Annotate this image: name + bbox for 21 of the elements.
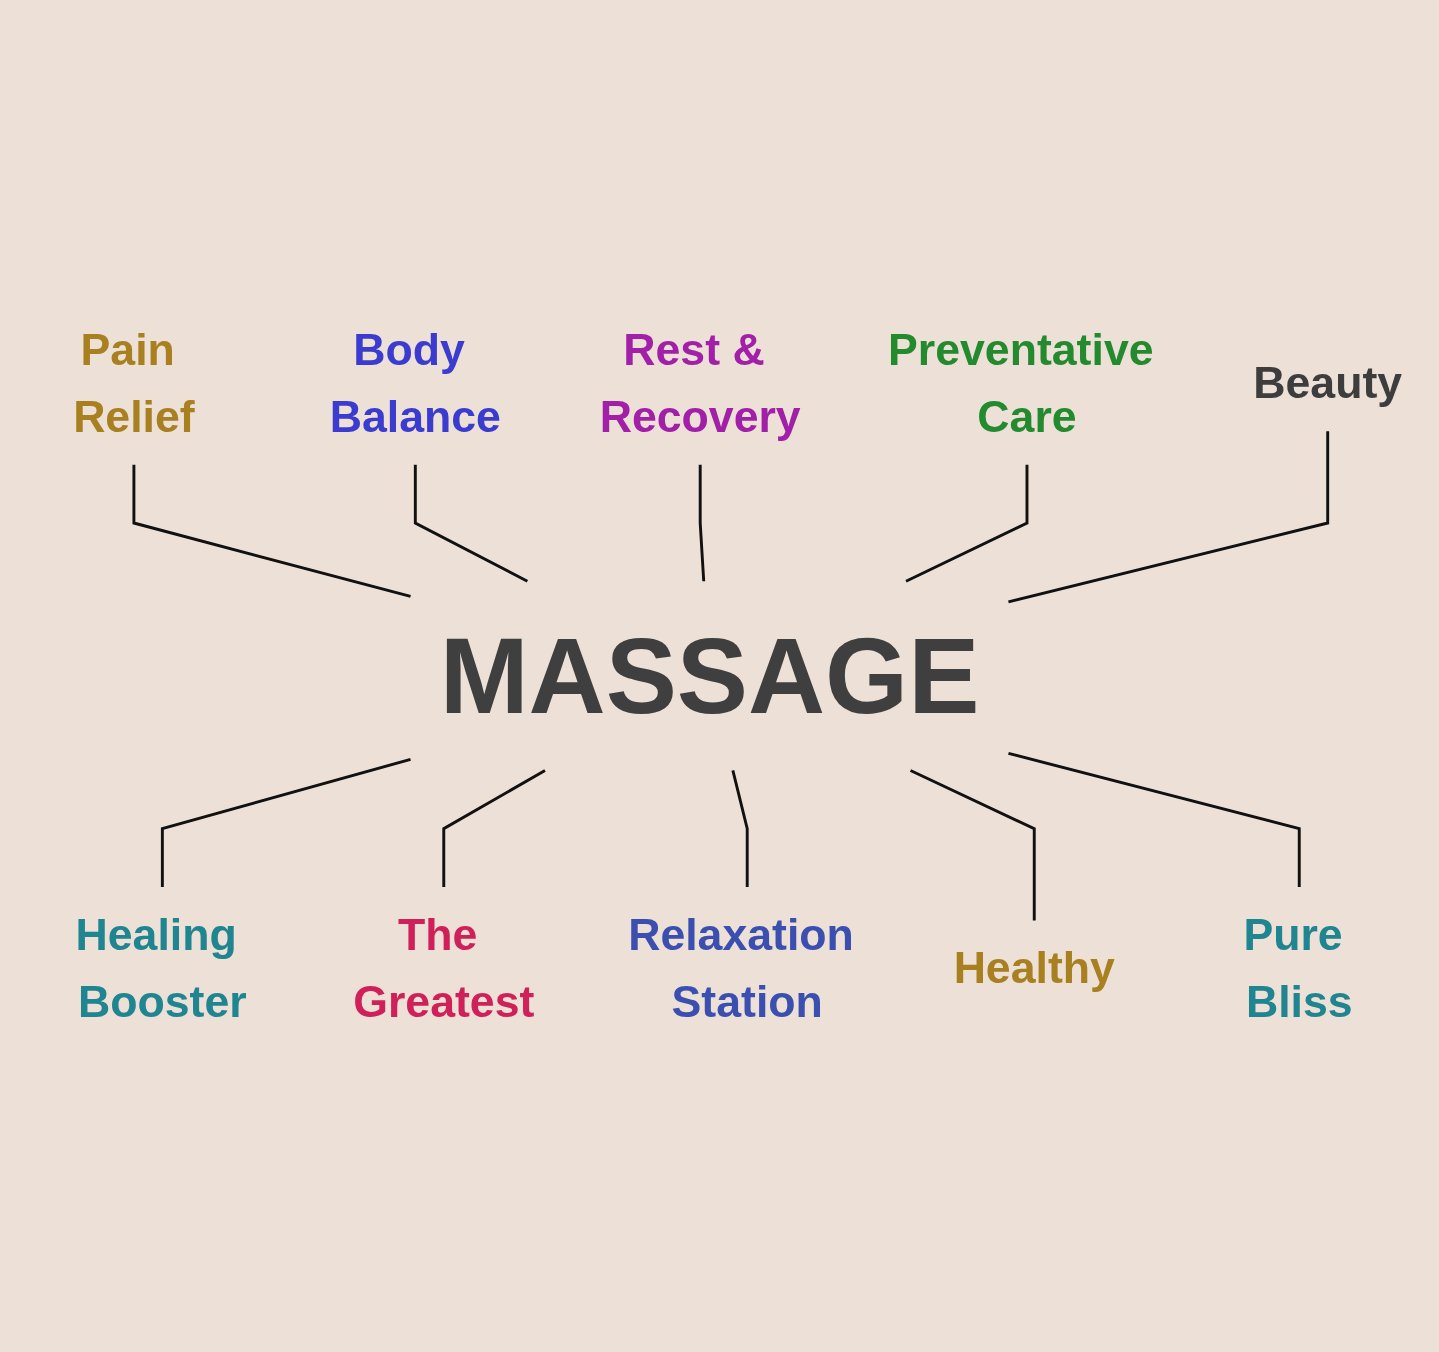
connector <box>413 464 529 583</box>
node-text: Beauty <box>1253 357 1403 409</box>
connector <box>160 758 411 888</box>
connector <box>698 464 706 582</box>
node-text: Relaxation Station <box>628 909 854 1027</box>
node-text: Pain Relief <box>73 324 195 442</box>
connector <box>442 769 546 888</box>
connector <box>905 464 1029 583</box>
node-text: Body Balance <box>329 324 501 442</box>
connector <box>1008 431 1330 604</box>
connector <box>731 770 749 888</box>
connector <box>132 464 411 598</box>
node-text: Healing Booster <box>75 909 247 1027</box>
node-text: Healthy <box>953 942 1115 994</box>
node-text: Preventative Care <box>888 324 1154 442</box>
node-text: MASSAGE <box>439 616 980 736</box>
connector <box>1008 752 1301 888</box>
node-text: The Greatest <box>353 909 535 1027</box>
node-text: Pure Bliss <box>1243 909 1353 1027</box>
node-text: Rest & Recovery <box>599 324 801 442</box>
connector <box>909 769 1036 921</box>
